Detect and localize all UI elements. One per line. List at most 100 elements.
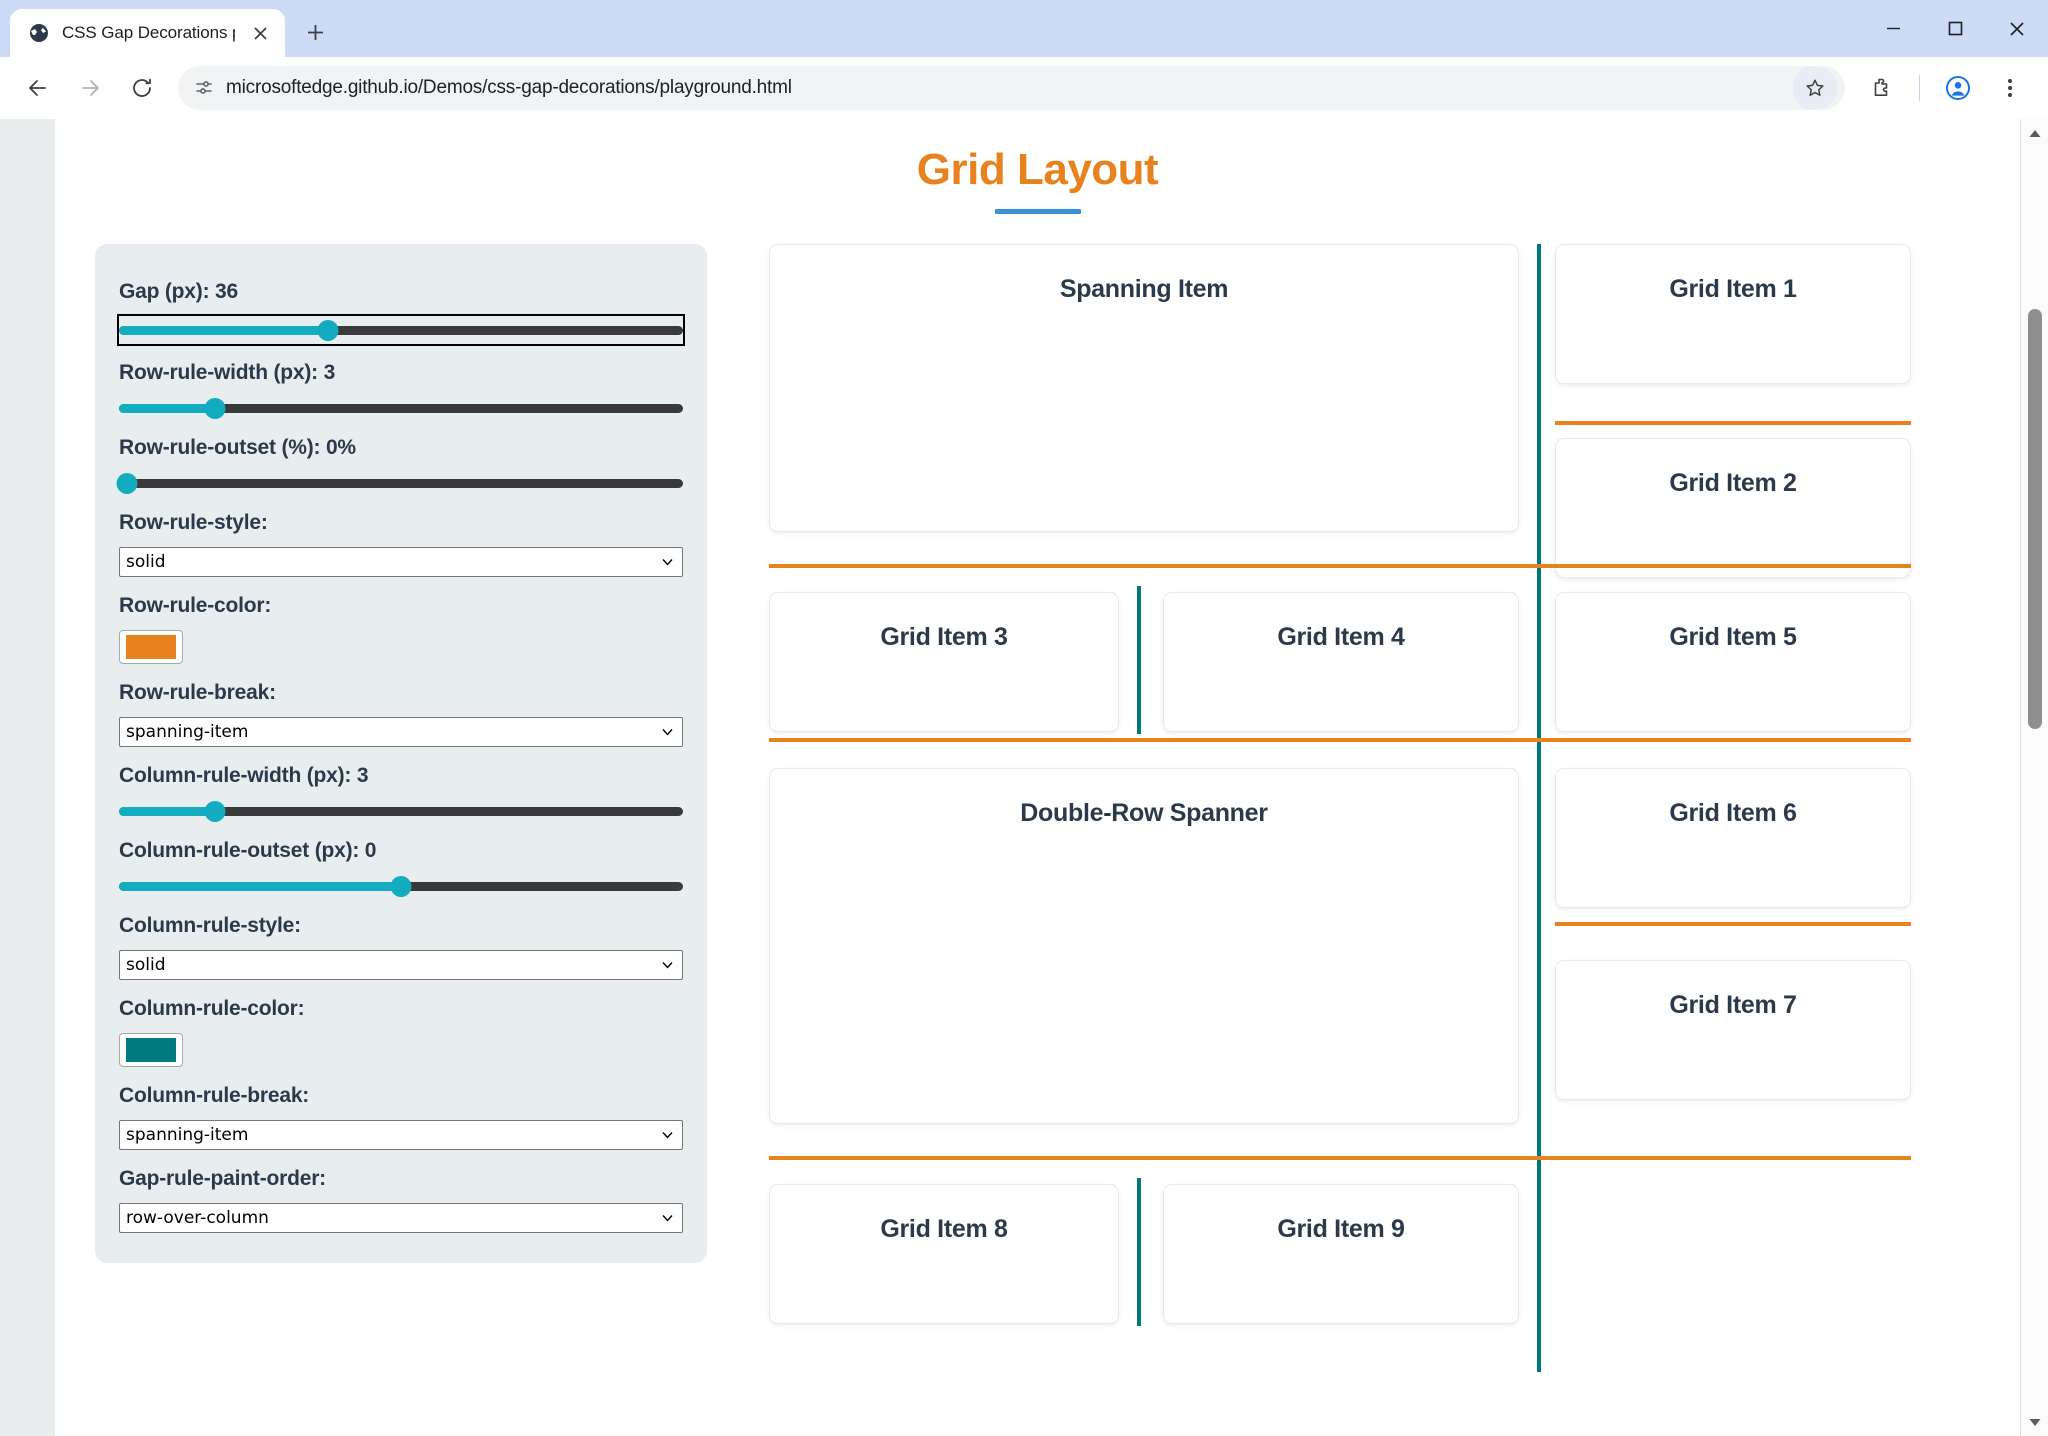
chevron-down-icon [658, 951, 676, 979]
grid-item-7[interactable]: Grid Item 7 [1555, 960, 1911, 1100]
control-row-rule-break: Row-rule-break: spanning-item [119, 681, 683, 747]
omnibox-actions [1793, 66, 1837, 110]
page-viewport: Grid Layout Gap (px): 36 [0, 119, 2048, 1436]
column-rule-row2-left [1137, 586, 1141, 734]
slider-track [119, 326, 683, 335]
url-text[interactable]: microsoftedge.github.io/Demos/css-gap-de… [226, 77, 792, 98]
row-rule-width-slider[interactable] [119, 397, 683, 419]
window-controls [1862, 0, 2048, 57]
grid-item-1[interactable]: Grid Item 1 [1555, 244, 1911, 384]
grid-item-8[interactable]: Grid Item 8 [769, 1184, 1119, 1324]
profile-avatar-icon[interactable] [1934, 64, 1982, 112]
back-arrow-icon[interactable] [14, 64, 62, 112]
grid-item-9[interactable]: Grid Item 9 [1163, 1184, 1519, 1324]
tab-close-icon[interactable] [247, 20, 273, 46]
browser-tab[interactable]: CSS Gap Decorations playgroun [10, 9, 285, 57]
grid-item-4[interactable]: Grid Item 4 [1163, 592, 1519, 732]
column-rule-color-picker[interactable] [119, 1033, 183, 1067]
grid-item-double-row-spanner[interactable]: Double-Row Spanner [769, 768, 1519, 1124]
slider-track [119, 479, 683, 488]
row-rule-3-full [769, 738, 1911, 742]
page-title: Grid Layout [916, 145, 1159, 194]
row-rule-2-full [769, 564, 1911, 568]
maximize-icon[interactable] [1924, 0, 1986, 57]
address-bar[interactable]: microsoftedge.github.io/Demos/css-gap-de… [178, 66, 1845, 110]
page-content: Grid Layout Gap (px): 36 [55, 119, 2020, 1436]
control-label: Gap-rule-paint-order: [119, 1167, 326, 1190]
row-rule-1-right [1555, 421, 1911, 425]
minimize-icon[interactable] [1862, 0, 1924, 57]
row-rule-color-picker[interactable] [119, 630, 183, 664]
control-row-rule-width: Row-rule-width (px): 3 [119, 361, 683, 419]
grid-item-2[interactable]: Grid Item 2 [1555, 438, 1911, 578]
grid-item-label: Grid Item 1 [1669, 275, 1797, 303]
column-rule-break-select[interactable]: spanning-item [119, 1120, 683, 1150]
slider-thumb[interactable] [317, 320, 339, 341]
scroll-down-arrow-icon[interactable] [2021, 1408, 2048, 1436]
control-label: Column-rule-width (px): 3 [119, 764, 369, 787]
control-column-rule-break: Column-rule-break: spanning-item [119, 1084, 683, 1150]
new-tab-button[interactable] [293, 10, 337, 54]
grid-item-spanning[interactable]: Spanning Item [769, 244, 1519, 532]
grid-item-3[interactable]: Grid Item 3 [769, 592, 1119, 732]
slider-thumb[interactable] [204, 398, 226, 419]
chevron-down-icon [658, 718, 676, 746]
grid-item-label: Grid Item 3 [880, 623, 1008, 651]
slider-thumb[interactable] [390, 876, 412, 897]
globe-icon [28, 22, 50, 44]
forward-arrow-icon[interactable] [66, 64, 114, 112]
chevron-down-icon [658, 1204, 676, 1232]
control-label: Row-rule-break: [119, 681, 276, 704]
row-rule-break-select[interactable]: spanning-item [119, 717, 683, 747]
three-dot-menu-icon[interactable] [1986, 64, 2034, 112]
controls-panel: Gap (px): 36 Row-rule-width (px): 3 [95, 244, 707, 1263]
grid-item-label: Double-Row Spanner [1020, 799, 1268, 827]
slider-thumb[interactable] [204, 801, 226, 822]
chevron-down-icon [658, 548, 676, 576]
chevron-down-icon [658, 1121, 676, 1149]
star-icon[interactable] [1793, 66, 1837, 110]
grid-item-label: Grid Item 6 [1669, 799, 1797, 827]
scroll-up-arrow-icon[interactable] [2021, 119, 2048, 147]
page-scrollbar[interactable] [2020, 119, 2048, 1436]
reload-icon[interactable] [118, 64, 166, 112]
control-row-rule-style: Row-rule-style: solid [119, 511, 683, 577]
slider-fill [119, 882, 401, 891]
row-rule-style-select[interactable]: solid [119, 547, 683, 577]
select-value: spanning-item [126, 1125, 249, 1145]
row-rule-outset-slider[interactable] [116, 472, 683, 494]
toolbar-divider [1919, 75, 1920, 101]
gap-rule-paint-order-select[interactable]: row-over-column [119, 1203, 683, 1233]
select-value: row-over-column [126, 1208, 269, 1228]
control-label: Column-rule-color: [119, 997, 305, 1020]
grid-item-5[interactable]: Grid Item 5 [1555, 592, 1911, 732]
gap-slider[interactable] [117, 314, 685, 346]
site-settings-icon[interactable] [194, 78, 214, 98]
grid-item-label: Grid Item 2 [1669, 469, 1797, 497]
control-row-rule-outset: Row-rule-outset (%): 0% [116, 436, 683, 494]
grid-item-label: Grid Item 9 [1277, 1215, 1405, 1243]
control-row-rule-color: Row-rule-color: [119, 594, 683, 664]
control-column-rule-width: Column-rule-width (px): 3 [119, 764, 683, 822]
color-swatch [126, 635, 176, 659]
slider-track [119, 807, 683, 816]
select-value: spanning-item [126, 722, 249, 742]
column-rule-style-select[interactable]: solid [119, 950, 683, 980]
grid-demo-area: Spanning Item Grid Item 1 Grid Item 2 Gr… [769, 244, 1980, 1394]
column-rule-outset-slider[interactable] [119, 875, 683, 897]
extensions-puzzle-icon[interactable] [1857, 64, 1905, 112]
row-rule-4-right [1555, 922, 1911, 926]
control-column-rule-style: Column-rule-style: solid [119, 914, 683, 980]
window-close-icon[interactable] [1986, 0, 2048, 57]
control-label: Row-rule-color: [119, 594, 272, 617]
column-rule-width-slider[interactable] [119, 800, 683, 822]
column-rule-row4-left [1137, 1178, 1141, 1326]
grid-item-label: Grid Item 7 [1669, 991, 1797, 1019]
grid-item-6[interactable]: Grid Item 6 [1555, 768, 1911, 908]
slider-thumb[interactable] [116, 473, 138, 494]
slider-track [119, 404, 683, 413]
control-column-rule-color: Column-rule-color: [119, 997, 683, 1067]
control-gap-rule-paint-order: Gap-rule-paint-order: row-over-column [119, 1167, 683, 1233]
scrollbar-thumb[interactable] [2028, 309, 2042, 729]
